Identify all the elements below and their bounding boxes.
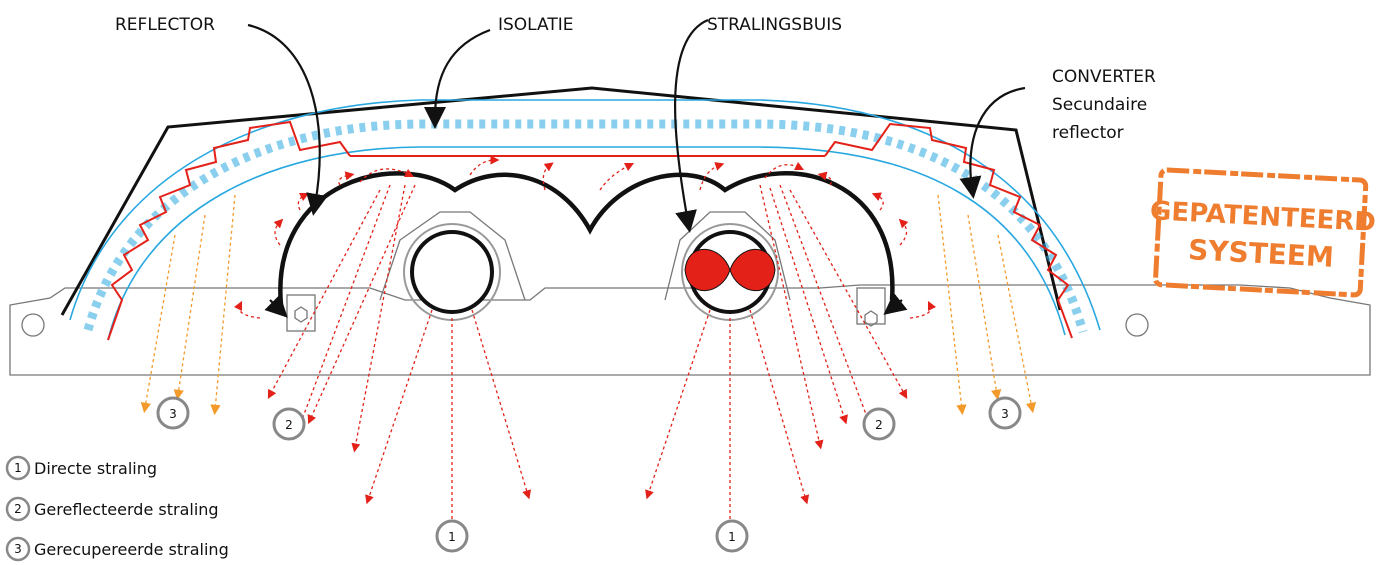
- svg-text:1: 1: [14, 461, 22, 475]
- svg-text:Gereflecteerde straling: Gereflecteerde straling: [34, 500, 219, 519]
- marker-1-right: 1: [717, 521, 747, 551]
- base-frame: [10, 212, 1370, 375]
- bracket-right: [857, 288, 885, 324]
- marker-3-left: 3: [158, 398, 188, 428]
- label-pointer-arrows: [248, 20, 1025, 310]
- label-reflector: REFLECTOR: [115, 15, 215, 35]
- svg-text:2: 2: [14, 502, 22, 516]
- marker-1-left: 1: [437, 521, 467, 551]
- label-stralingsbuis: STRALINGSBUIS: [707, 15, 842, 35]
- marker-2-left: 2: [274, 409, 304, 439]
- legend-item-recovered: 3 Gerecupereerde straling: [7, 538, 229, 560]
- patent-stamp: GEPATENTEERD SYSTEEM: [1146, 169, 1378, 296]
- bolt-left: [295, 307, 307, 322]
- mounting-hole-right: [1126, 314, 1148, 336]
- radiant-tube-left: [404, 224, 500, 320]
- stamp-line2: SYSTEEM: [1187, 233, 1334, 274]
- svg-text:Gerecupereerde straling: Gerecupereerde straling: [34, 540, 229, 559]
- svg-text:2: 2: [285, 418, 293, 432]
- stamp-line1: GEPATENTEERD: [1149, 196, 1376, 238]
- svg-text:1: 1: [728, 530, 736, 544]
- svg-text:1: 1: [448, 530, 456, 544]
- direct-radiation-arrows: [239, 160, 931, 528]
- bracket-left: [287, 295, 315, 331]
- marker-2-right: 2: [864, 409, 894, 439]
- marker-3-right: 3: [990, 398, 1020, 428]
- legend-item-direct: 1 Directe straling: [7, 457, 157, 479]
- label-converter: CONVERTER: [1052, 67, 1156, 87]
- svg-text:2: 2: [875, 418, 883, 432]
- mounting-hole-left: [22, 314, 44, 336]
- label-reflector-secondary: reflector: [1052, 123, 1124, 143]
- svg-text:3: 3: [1001, 407, 1009, 421]
- svg-text:Directe straling: Directe straling: [34, 459, 157, 478]
- main-reflector: [280, 173, 892, 305]
- svg-text:3: 3: [14, 542, 22, 556]
- radiant-tube-right: [682, 224, 778, 320]
- label-secundaire: Secundaire: [1052, 95, 1147, 115]
- outer-housing: [62, 88, 1060, 315]
- legend-item-reflected: 2 Gereflecteerde straling: [7, 498, 219, 520]
- label-isolatie: ISOLATIE: [498, 15, 574, 35]
- legend: 1 Directe straling 2 Gereflecteerde stra…: [7, 457, 229, 560]
- svg-text:3: 3: [169, 407, 177, 421]
